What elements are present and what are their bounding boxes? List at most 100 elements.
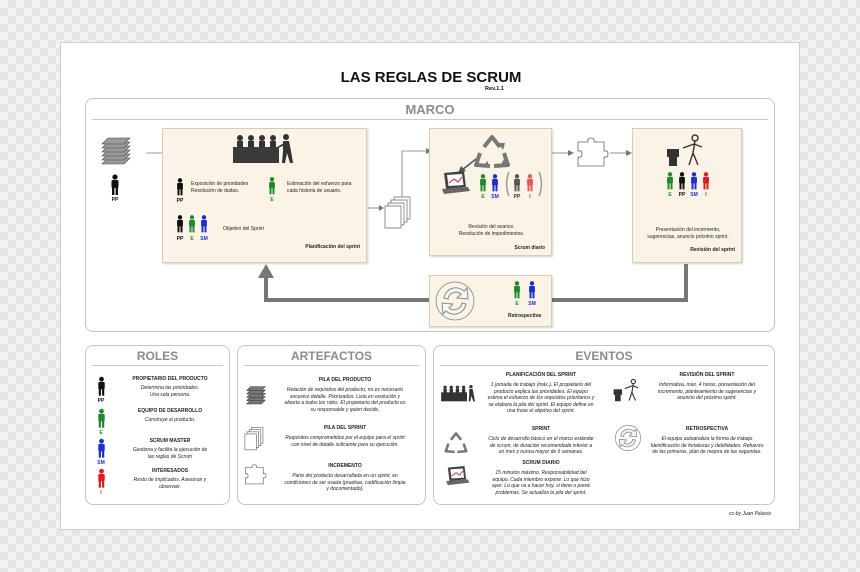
event-desc-2: 15 minutos máximo. Responsabilidad del e…	[491, 470, 591, 496]
role-name: PROPIETARIO DEL PRODUCTO	[132, 376, 208, 382]
planning-text-estimation: Estimación del esfuerzo para cada histor…	[287, 181, 352, 194]
event-name-1: SPRINT	[531, 426, 551, 432]
artefact-name-0: PILA DEL PRODUCTO	[318, 377, 372, 383]
artefacts-panel: ARTEFACTOS PILA DEL PRODUCTO Relación de…	[237, 345, 426, 505]
arrow-increment-to-review	[610, 150, 632, 156]
review-e-icon	[667, 172, 673, 190]
daily-e-icon	[480, 174, 486, 192]
role-description: Gestiona y facilita la ejecución de las …	[132, 447, 208, 460]
marco-title: MARCO	[405, 102, 455, 117]
pp-label: PP	[111, 197, 119, 203]
planning-e-label: E	[270, 197, 274, 203]
role-figure-icon	[98, 438, 105, 458]
events-divider	[440, 365, 768, 366]
review-pp-icon	[679, 172, 685, 190]
arrow-backlog-to-daily	[401, 148, 432, 197]
review-presenter-small-icon	[613, 378, 639, 402]
footer-credit: cc-by Juan Palacio	[729, 511, 771, 517]
sprint-review-box: E PP SM I Presentación del incremento, s…	[632, 128, 742, 263]
daily-laptop-small-icon	[446, 466, 470, 486]
arrow-daily-to-increment	[552, 150, 574, 156]
retro-sm-icon	[529, 281, 535, 299]
event-desc-0: 1 jornada de trabajo (máx.). El propieta…	[487, 382, 595, 414]
daily-e-label: E	[481, 194, 485, 200]
roles-divider	[92, 365, 223, 366]
role-tag: E	[99, 430, 103, 436]
cycle-icon	[435, 281, 475, 321]
planning-small-icon	[441, 385, 475, 402]
planning-text-goal: Objetivo del Sprint	[223, 226, 264, 232]
planning-e2-icon	[189, 215, 195, 233]
pp-figure-icon	[111, 174, 119, 195]
review-i-icon	[703, 172, 709, 190]
team-meeting-icon	[233, 134, 293, 163]
role-name: SCRUM MASTER	[149, 438, 191, 444]
role-description: Construye el producto.	[144, 417, 196, 423]
retro-e-label: E	[515, 301, 519, 307]
planning-e-icon	[269, 177, 275, 195]
artefact-name-2: INCREMENTO	[328, 463, 362, 469]
artefact-desc-2: Parte del producto desarrollada en un sp…	[284, 473, 406, 492]
event-name-3: REVISIÓN DEL SPRINT	[679, 372, 735, 378]
marco-divider	[92, 119, 768, 120]
review-sm-label: SM	[690, 192, 698, 198]
recycle-icon	[474, 135, 510, 168]
review-pp-label: PP	[678, 192, 686, 198]
event-name-4: RETROSPECTIVA	[685, 426, 729, 432]
planning-pp2-icon	[177, 215, 183, 233]
role-figure-icon	[98, 468, 105, 488]
daily-caption: Scrum diario	[514, 245, 545, 251]
product-backlog-small-icon	[246, 386, 266, 405]
role-tag: I	[100, 490, 102, 496]
daily-i-label: I	[529, 194, 531, 200]
increment-puzzle-icon	[577, 137, 609, 167]
retro-e-icon	[514, 281, 520, 299]
event-desc-4: El equipo autoanaliza la forma de trabaj…	[650, 436, 764, 455]
sprint-backlog-icon	[384, 196, 411, 229]
planning-pp2-label: PP	[176, 236, 184, 242]
marco-panel: MARCO PP	[85, 98, 775, 332]
artefacts-title: ARTEFACTOS	[290, 349, 373, 363]
role-figure-icon	[98, 376, 105, 396]
events-panel: EVENTOS PLANIFICACIÓN DEL SPRINT 1 jorna…	[433, 345, 775, 505]
increment-small-icon	[245, 464, 267, 485]
artefact-name-1: PILA DEL SPRINT	[323, 425, 367, 431]
planning-pp-icon	[177, 178, 183, 196]
review-sm-icon	[691, 172, 697, 190]
artefact-desc-0: Relación de requisitos del producto, no …	[284, 387, 406, 413]
role-name: EQUIPO DE DESARROLLO	[137, 408, 203, 414]
daily-text: Revisión del avance. Resolución de imped…	[458, 224, 525, 237]
role-tag: PP	[97, 398, 105, 404]
daily-sm-icon	[492, 174, 498, 192]
retrospective-box: E SM Retrospectiva	[429, 275, 552, 327]
event-desc-3: Informativa, máx. 4 horas, presentación …	[657, 382, 757, 401]
artefact-desc-1: Requisitos comprometidos por el equipo p…	[285, 435, 405, 448]
presenter-icon	[667, 134, 703, 166]
daily-sm-label: SM	[491, 194, 499, 200]
daily-scrum-box: E SM PP I Revisión del avance. Resolució…	[429, 128, 552, 256]
role-description: Resto de implicados. Asesoran y observan…	[133, 477, 207, 490]
role-figure-icon	[98, 408, 105, 428]
daily-pp-icon	[514, 174, 520, 192]
retro-cycle-small-icon	[614, 424, 642, 452]
review-text: Presentación del incremento, sugerencias…	[647, 227, 729, 240]
sprint-backlog-small-icon	[244, 427, 264, 451]
roles-title: ROLES	[136, 349, 179, 363]
review-i-label: I	[705, 192, 707, 198]
poster-title: LAS REGLAS DE SCRUM	[340, 69, 522, 86]
planning-e2-label: E	[190, 236, 194, 242]
planning-sm-icon	[201, 215, 207, 233]
role-tag: SM	[97, 460, 105, 466]
daily-pp-label: PP	[513, 194, 521, 200]
planning-pp-label: PP	[176, 198, 184, 204]
role-name: INTERESADOS	[151, 468, 189, 474]
sprint-cycle-small-icon	[444, 432, 468, 454]
roles-panel: ROLES PP PROPIETARIO DEL PRODUCTO Determin…	[85, 345, 230, 505]
event-desc-1: Ciclo de desarrollo básico en el marco e…	[488, 436, 594, 455]
event-name-0: PLANIFICACIÓN DEL SPRINT	[505, 372, 577, 378]
events-title: EVENTOS	[575, 349, 633, 363]
role-description: Determina las prioridades. Una sola pers…	[140, 385, 200, 398]
planning-box: PP Exposición de prioridades Resolución …	[162, 128, 367, 263]
laptop-icon	[442, 171, 470, 194]
daily-i-icon	[527, 174, 533, 192]
